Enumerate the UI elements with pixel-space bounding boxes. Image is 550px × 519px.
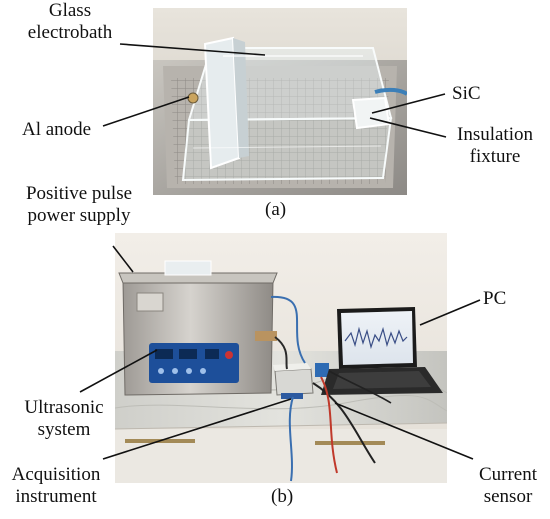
label-insulation-line2: fixture xyxy=(469,146,521,167)
label-sic: SiC xyxy=(452,83,481,104)
label-al-anode: Al anode xyxy=(22,119,92,140)
photo-a xyxy=(153,8,407,195)
label-acquisition-instrument: Acquisition instrument xyxy=(4,464,108,508)
label-glass-line1: Glass xyxy=(48,0,92,21)
label-pulse-line2: power supply xyxy=(27,205,131,226)
caption-b: (b) xyxy=(271,486,294,507)
label-current-line1: Current xyxy=(478,464,538,485)
label-glass-line2: electrobath xyxy=(27,22,113,43)
label-ultrasonic-system: Ultrasonic system xyxy=(14,397,114,441)
label-pc: PC xyxy=(483,288,507,309)
label-current-line2: sensor xyxy=(483,486,533,507)
label-pulse-line1: Positive pulse xyxy=(25,183,133,204)
label-insulation-line1: Insulation xyxy=(457,124,533,145)
label-current-sensor: Current sensor xyxy=(468,464,548,508)
label-positive-pulse-power-supply: Positive pulse power supply xyxy=(0,183,158,227)
label-glass-electrobath: Glass electrobath xyxy=(10,0,130,44)
label-ultrasonic-line2: system xyxy=(37,419,91,440)
label-acq-line2: instrument xyxy=(15,486,97,507)
label-acq-line1: Acquisition xyxy=(11,464,101,485)
label-ultrasonic-line1: Ultrasonic xyxy=(24,397,104,418)
caption-a: (a) xyxy=(265,199,287,220)
photo-b xyxy=(115,233,447,483)
label-insulation-fixture: Insulation fixture xyxy=(445,124,545,168)
